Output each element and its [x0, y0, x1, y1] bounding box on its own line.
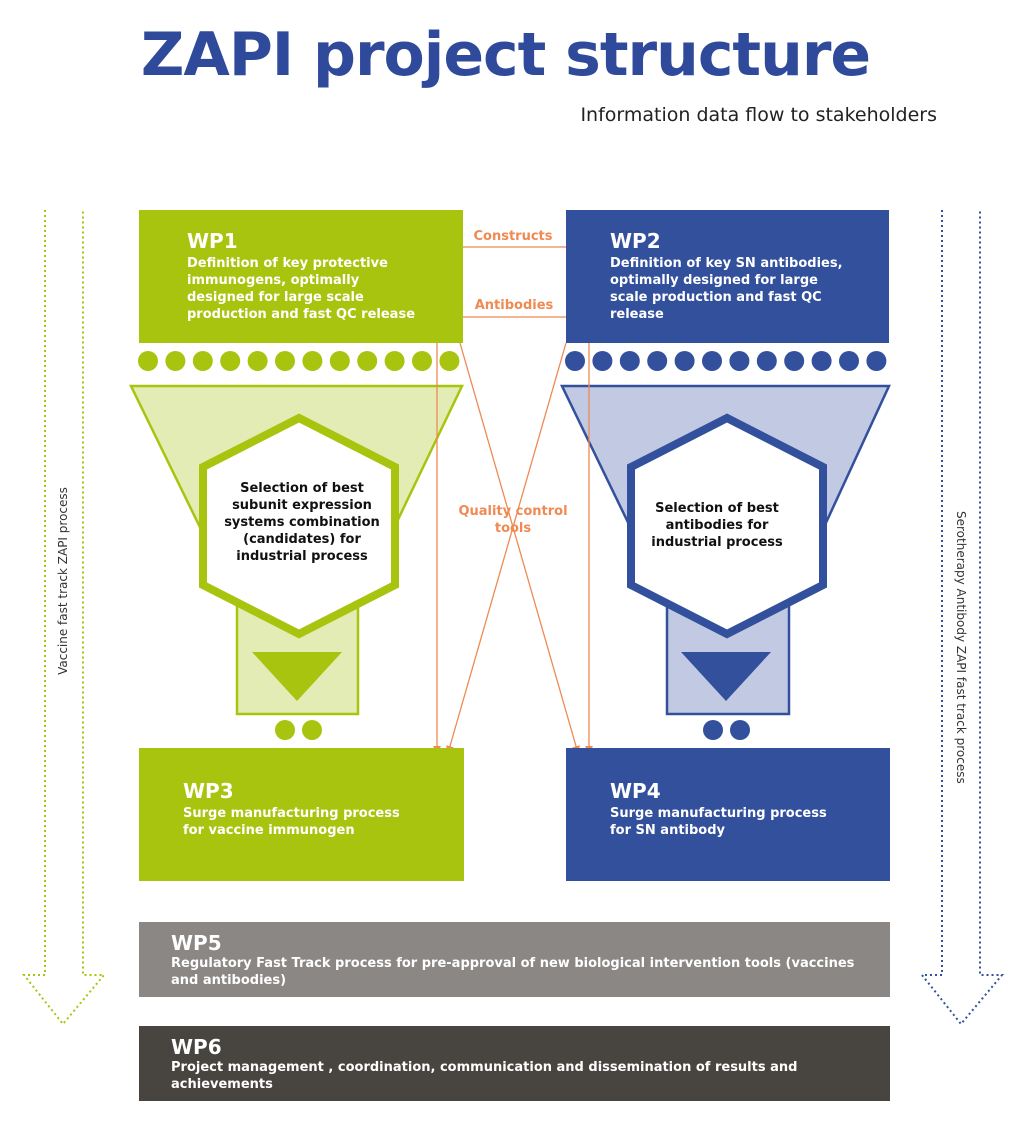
dot	[247, 351, 268, 371]
wp1-description: Definition of key protective immunogens,…	[187, 256, 416, 322]
wp5-description: Regulatory Fast Track process for pre-ap…	[171, 956, 855, 988]
dot	[165, 351, 186, 371]
dot	[565, 351, 585, 371]
hexagon-left	[199, 413, 399, 639]
wp4-description: Surge manufacturing process for SN antib…	[610, 806, 827, 838]
antibodies-label: Antibodies	[474, 298, 554, 313]
dot	[839, 351, 859, 371]
dot	[866, 351, 887, 371]
dot	[674, 351, 695, 371]
wp1-title: WP1	[187, 229, 238, 253]
funnel-right-text: Selection of best antibodies for industr…	[651, 501, 783, 550]
dot	[729, 351, 750, 371]
wp2-box: WP2 Definition of key SN antibodies, opt…	[566, 210, 889, 343]
side-arrow-left	[21, 210, 107, 1026]
side-label-right: Serotherapy Antibody ZAPI fast track pro…	[954, 511, 968, 784]
side-arrow-right	[919, 210, 1005, 1026]
wp2-title: WP2	[610, 229, 661, 253]
quality-control-label: Quality control tools	[458, 504, 568, 536]
side-label-left: Vaccine fast track ZAPI process	[56, 487, 70, 675]
dot	[220, 351, 241, 371]
dot	[811, 351, 832, 371]
dot	[702, 351, 722, 371]
arrow-wp1-wp4	[459, 342, 580, 754]
wp3-box: WP3 Surge manufacturing process for vacc…	[139, 748, 464, 881]
wp2-description: Definition of key SN antibodies, optimal…	[610, 256, 843, 322]
wp5-box: WP5 Regulatory Fast Track process for pr…	[139, 922, 890, 997]
dot	[439, 351, 460, 371]
dot	[302, 351, 323, 371]
dot	[138, 351, 158, 371]
dot	[357, 351, 378, 371]
dot	[756, 351, 777, 371]
wp6-box: WP6 Project management , coordination, c…	[139, 1026, 890, 1101]
wp3-description: Surge manufacturing process for vaccine …	[183, 806, 400, 838]
dot	[329, 351, 350, 371]
dot	[784, 351, 805, 371]
dot	[592, 351, 613, 371]
page-subtitle: Information data flow to stakeholders	[580, 104, 937, 126]
dots-row-left	[138, 351, 460, 371]
wp4-box: WP4 Surge manufacturing process for SN a…	[566, 748, 890, 881]
wp5-title: WP5	[171, 931, 222, 955]
dot	[275, 351, 295, 371]
constructs-label: Constructs	[473, 229, 553, 244]
wp6-description: Project management , coordination, commu…	[171, 1060, 798, 1092]
arrow-wp2-wp3	[446, 342, 567, 754]
hexagon-right	[627, 413, 827, 639]
page-title: ZAPI project structure	[140, 20, 871, 90]
dot	[647, 351, 668, 371]
dot	[412, 351, 432, 371]
dot	[192, 351, 213, 371]
wp3-title: WP3	[183, 779, 234, 803]
wp4-title: WP4	[610, 779, 661, 803]
funnel-right	[560, 384, 891, 740]
wp1-box: WP1 Definition of key protective immunog…	[139, 210, 463, 343]
funnel-left-text: Selection of best subunit expression sys…	[224, 481, 380, 564]
dot	[384, 351, 405, 371]
dot	[619, 351, 640, 371]
wp6-title: WP6	[171, 1035, 222, 1059]
dots-row-right	[565, 351, 887, 371]
funnel-left	[128, 384, 464, 740]
